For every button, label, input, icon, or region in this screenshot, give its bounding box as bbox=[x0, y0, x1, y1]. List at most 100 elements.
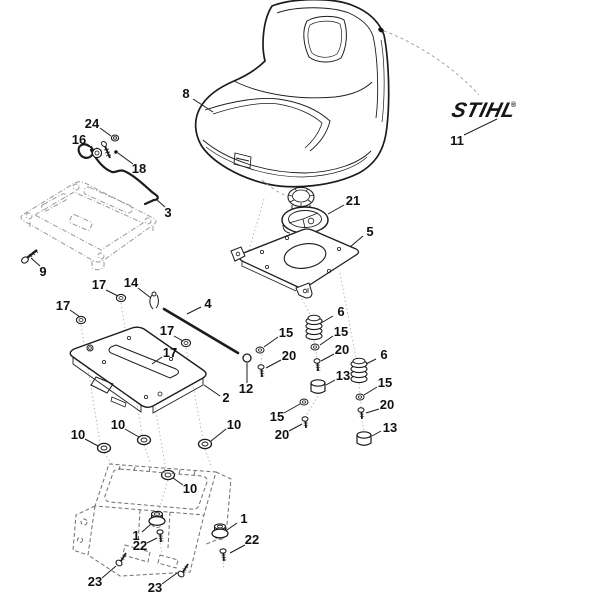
leader-line bbox=[99, 127, 112, 137]
part-number-label: 15 bbox=[378, 375, 392, 390]
part-number-label: 12 bbox=[239, 381, 253, 396]
leader-line bbox=[210, 428, 227, 442]
leader-line bbox=[325, 379, 336, 386]
leader-line bbox=[105, 289, 119, 297]
part-number-label: 10 bbox=[71, 427, 85, 442]
part-callout-24: 24 bbox=[85, 116, 112, 137]
part-callout-18: 18 bbox=[117, 152, 146, 176]
part-number-label: 17 bbox=[160, 323, 174, 338]
part-number-label: 9 bbox=[39, 264, 46, 279]
part-callout-22: 22 bbox=[133, 537, 158, 553]
part-number-label: 3 bbox=[164, 205, 171, 220]
leader-line bbox=[30, 257, 41, 267]
screw-22-left bbox=[156, 529, 164, 543]
part-callout-13: 13 bbox=[371, 420, 397, 437]
registered-mark: ® bbox=[511, 101, 517, 109]
screw-22-right bbox=[219, 548, 227, 562]
leader-line bbox=[84, 438, 99, 447]
part-number-label: 15 bbox=[270, 409, 284, 424]
part-callout-20: 20 bbox=[275, 423, 303, 442]
screw-23-left bbox=[115, 552, 127, 567]
part-number-label: 13 bbox=[383, 420, 397, 435]
leader-line bbox=[192, 98, 214, 113]
spring-6-left bbox=[305, 314, 323, 341]
part-callout-15: 15 bbox=[270, 403, 301, 424]
projection-lines bbox=[80, 198, 365, 570]
part-callout-10: 10 bbox=[210, 417, 241, 442]
part-number-label: 2 bbox=[222, 390, 229, 405]
part-number-label: 17 bbox=[92, 277, 106, 292]
part-number-label: 1 bbox=[132, 528, 139, 543]
part-callout-16: 16 bbox=[72, 132, 95, 152]
part-callout-6: 6 bbox=[320, 304, 345, 324]
leader-line bbox=[117, 152, 134, 165]
pivot-rod bbox=[162, 307, 240, 355]
part-number-label: 22 bbox=[245, 532, 259, 547]
leader-line bbox=[86, 143, 95, 152]
leader-line bbox=[320, 315, 334, 324]
brand-logo-text: STIHL bbox=[449, 98, 518, 122]
grommet-1-right bbox=[211, 523, 229, 539]
bearing-cap bbox=[281, 206, 329, 234]
brand-decal: STIHL ® bbox=[449, 98, 518, 122]
part-callout-9: 9 bbox=[30, 257, 47, 279]
part-callout-4: 4 bbox=[186, 296, 212, 315]
part-callout-22: 22 bbox=[229, 532, 259, 554]
decal-reference-line bbox=[383, 30, 480, 96]
part-callout-20: 20 bbox=[265, 348, 296, 369]
part-callout-11: 11 bbox=[450, 118, 498, 148]
part-number-label: 23 bbox=[148, 580, 162, 595]
screw-23-right bbox=[177, 563, 189, 578]
part-number-label: 1 bbox=[240, 511, 247, 526]
part-number-label: 6 bbox=[380, 347, 387, 362]
leader-line bbox=[173, 335, 184, 342]
seat bbox=[194, 0, 390, 188]
washers-15 bbox=[255, 343, 365, 406]
upper-seat-frame-reference bbox=[20, 181, 157, 271]
part-callout-10: 10 bbox=[111, 417, 140, 438]
part-callout-13: 13 bbox=[325, 368, 350, 386]
leader-line bbox=[371, 430, 382, 437]
part-callout-3: 3 bbox=[156, 199, 172, 220]
part-number-label: 20 bbox=[282, 348, 296, 363]
hex-nut bbox=[110, 134, 120, 142]
part-callout-10: 10 bbox=[172, 477, 197, 496]
part-number-label: 10 bbox=[111, 417, 125, 432]
part-callout-15: 15 bbox=[319, 324, 348, 346]
part-callout-21: 21 bbox=[327, 193, 360, 215]
leader-line bbox=[146, 537, 158, 544]
leader-line bbox=[349, 235, 364, 248]
part-number-label: 15 bbox=[334, 324, 348, 339]
part-number-label: 17 bbox=[56, 298, 70, 313]
part-callout-15: 15 bbox=[363, 375, 392, 396]
damper-13-right bbox=[356, 431, 372, 446]
upper-seat-plate bbox=[230, 228, 360, 299]
leader-line bbox=[288, 423, 303, 432]
leader-line bbox=[319, 335, 334, 346]
part-callout-23: 23 bbox=[88, 565, 117, 589]
part-number-label: 20 bbox=[380, 397, 394, 412]
part-number-label: 10 bbox=[227, 417, 241, 432]
part-number-label: 18 bbox=[132, 161, 146, 176]
lower-seat-plate bbox=[69, 326, 207, 414]
arrow-dot bbox=[114, 150, 118, 154]
part-callout-23: 23 bbox=[148, 572, 178, 595]
part-callout-12: 12 bbox=[239, 363, 253, 396]
leader-line bbox=[263, 336, 279, 348]
part-number-label: 6 bbox=[337, 304, 344, 319]
part-callout-1: 1 bbox=[132, 523, 152, 543]
part-number-label: 15 bbox=[279, 325, 293, 340]
leader-line bbox=[69, 309, 81, 318]
leader-line bbox=[363, 386, 378, 396]
part-callout-20: 20 bbox=[320, 342, 349, 362]
leader-line bbox=[265, 359, 282, 369]
part-number-label: 10 bbox=[183, 481, 197, 496]
part-number-label: 11 bbox=[450, 133, 464, 148]
leader-line bbox=[203, 384, 221, 397]
part-number-label: 20 bbox=[335, 342, 349, 357]
screws-20 bbox=[257, 358, 365, 429]
part-number-label: 5 bbox=[366, 224, 373, 239]
leader-line bbox=[320, 353, 335, 362]
